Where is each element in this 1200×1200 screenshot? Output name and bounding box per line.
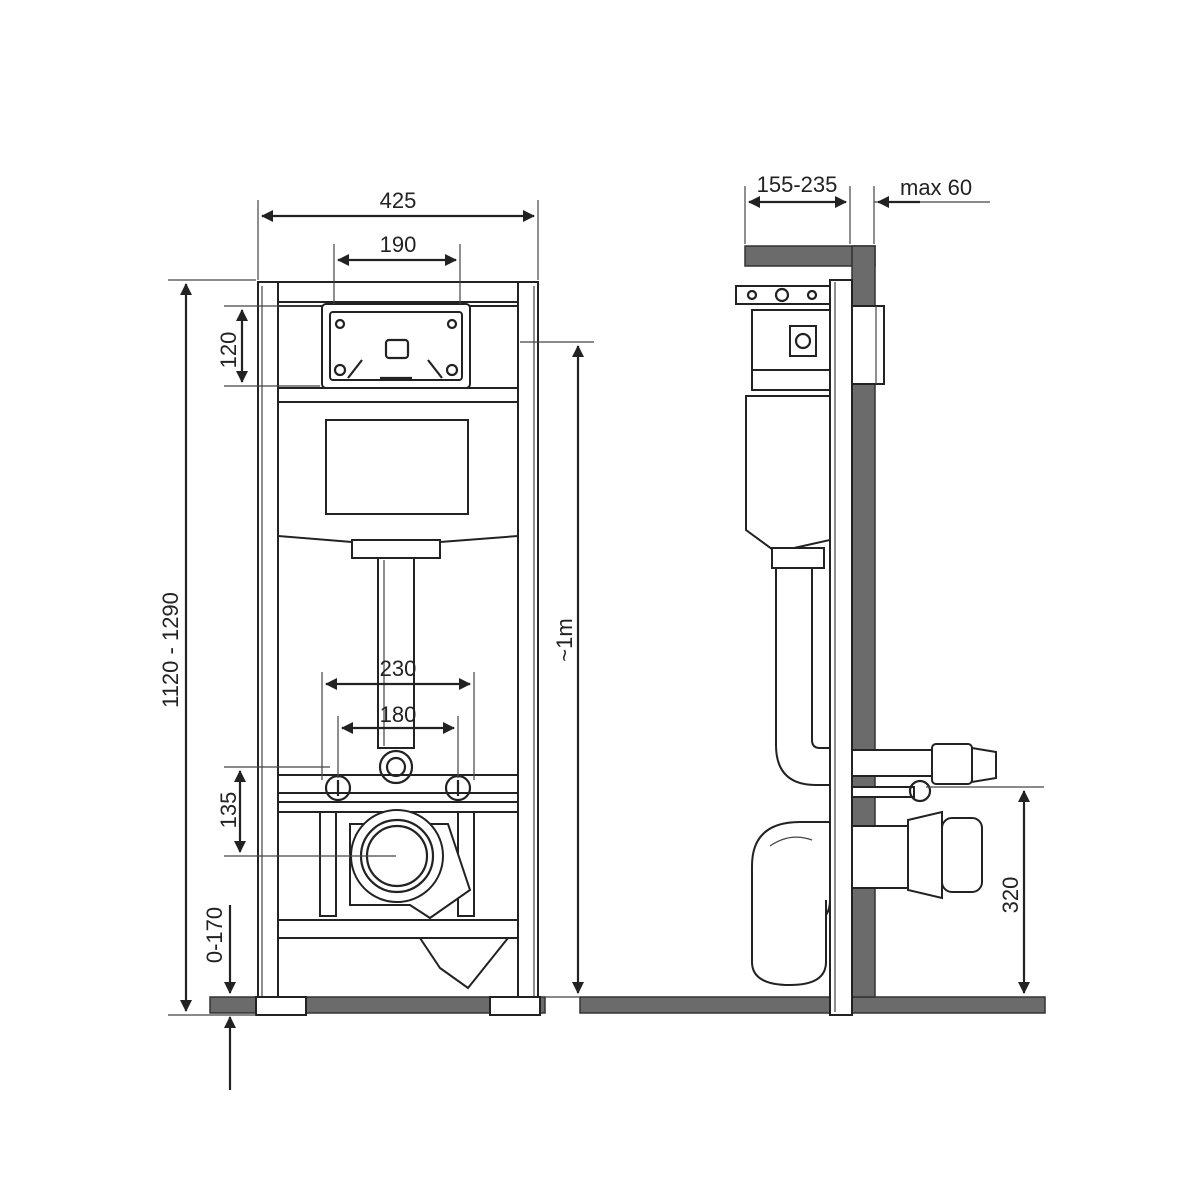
dim-bolt-inner: 180: [337, 702, 459, 778]
cistern-side: [745, 309, 831, 786]
dim-bolt-outer: 230: [321, 656, 475, 780]
cistern-front: [277, 303, 519, 749]
dim-leg-adjust: 0-170: [202, 905, 236, 1090]
dim-approx-height: ~1m: [520, 341, 594, 994]
label-190: 190: [380, 232, 417, 257]
dim-total-height: 1120 - 1290: [158, 279, 256, 1016]
front-frame: [255, 281, 541, 1016]
side-frame: [735, 279, 885, 1016]
label-425: 425: [380, 188, 417, 213]
dim-button-height: 120: [216, 305, 320, 387]
side-bend: [751, 808, 831, 987]
floor-side: [579, 996, 1046, 1014]
label-120: 120: [216, 332, 241, 369]
dim-drain-height: 135: [216, 766, 396, 857]
label-1m: ~1m: [552, 618, 577, 661]
label-320: 320: [998, 877, 1023, 914]
dim-depth: 155-235: [744, 172, 851, 244]
dim-outlet-height: 320: [926, 786, 1044, 994]
label-230: 230: [380, 656, 417, 681]
label-135: 135: [216, 792, 241, 829]
label-max-60: max 60: [900, 175, 972, 200]
bolt-rail: [277, 749, 519, 813]
label-180: 180: [380, 702, 417, 727]
label-1120-1290: 1120 - 1290: [158, 592, 183, 708]
label-0-170: 0-170: [202, 907, 227, 963]
drain-outlet: [277, 809, 519, 990]
side-connectors: [851, 743, 997, 900]
dim-frame-width: 425: [257, 188, 539, 280]
dim-plate-width: 190: [333, 232, 461, 304]
label-155-235: 155-235: [757, 172, 838, 197]
dim-max-wall: max 60: [873, 175, 990, 244]
